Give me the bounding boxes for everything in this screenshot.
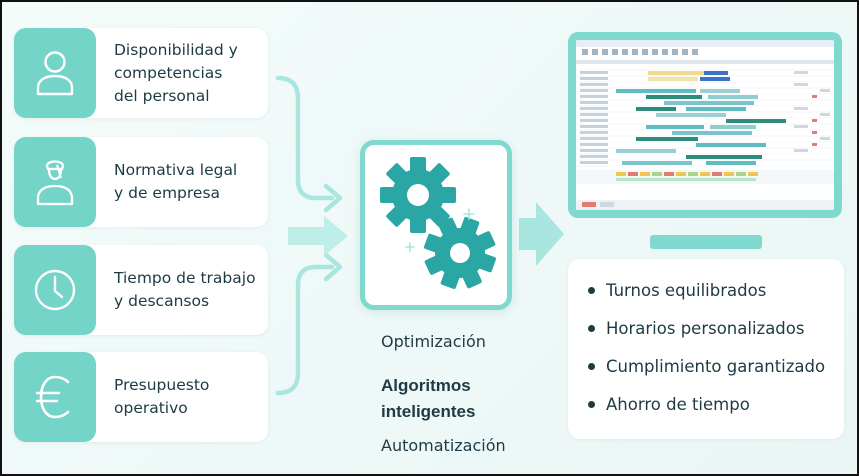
monitor-stand [650, 235, 762, 249]
input-card-staff: Disponibilidad y competencias del person… [14, 28, 268, 118]
result-item-guaranteed-compliance: Cumplimiento garantizado [588, 353, 825, 391]
input-card-budget: Presupuesto operativo [14, 352, 268, 442]
input-label: Disponibilidad y competencias del person… [114, 40, 238, 105]
clock-icon [34, 269, 76, 311]
input-card-regulation: Normativa legal y de empresa [14, 137, 268, 227]
process-step-algorithms-2: inteligentes [381, 402, 476, 421]
arrow-bottom-lower [275, 264, 335, 396]
result-item-personalized-schedules: Horarios personalizados [588, 315, 825, 353]
input-label: Tiempo de trabajo y descansos [114, 269, 256, 310]
schedule-screen [576, 40, 834, 210]
process-step-algorithms: Algoritmos [381, 376, 471, 395]
process-step-optimization: Optimización [381, 332, 486, 351]
person-icon [36, 51, 74, 96]
input-icon-box [14, 245, 96, 335]
input-icon-box [14, 137, 96, 227]
input-icon-box [14, 28, 96, 118]
arrow-top-upper [275, 75, 335, 201]
result-item-time-savings: Ahorro de tiempo [588, 391, 825, 429]
schedule-thumbnail [576, 40, 834, 210]
optimization-box [360, 140, 512, 310]
process-step-automation: Automatización [381, 436, 506, 455]
monitor [568, 32, 842, 218]
gears-icon [380, 157, 497, 290]
input-card-working-time: Tiempo de trabajo y descansos [14, 245, 268, 335]
results-list: Turnos equilibrados Horarios personaliza… [588, 277, 825, 429]
arrow-head-lower [323, 252, 343, 282]
regulation-icon [36, 160, 74, 206]
input-label: Normativa legal y de empresa [114, 161, 238, 202]
result-item-balanced-shifts: Turnos equilibrados [588, 277, 825, 315]
arrow-middle [288, 216, 348, 256]
euro-icon [35, 375, 70, 419]
arrow-to-output [519, 202, 564, 266]
arrow-head-upper [323, 183, 343, 213]
results-panel: Turnos equilibrados Horarios personaliza… [568, 259, 844, 439]
input-icon-box [14, 352, 96, 442]
input-label: Presupuesto operativo [114, 376, 210, 417]
